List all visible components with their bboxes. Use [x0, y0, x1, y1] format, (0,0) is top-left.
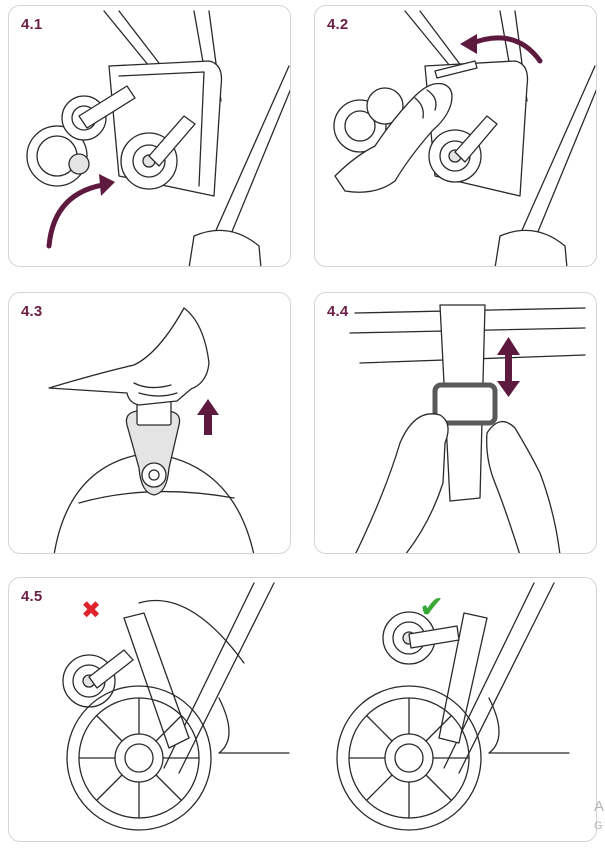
corner-text-line2: G [594, 820, 603, 832]
correct-wheel-position [336, 582, 570, 831]
corner-text-line1: A [594, 798, 605, 815]
stroller-front-wheels-illustration [26, 10, 290, 266]
panel-step-4-5: 4.5 ✖ ✔ [8, 577, 597, 842]
step-label: 4.2 [327, 16, 349, 33]
strap-buckle-pull-illustration [48, 307, 255, 553]
panel-step-4-3: 4.3 [8, 292, 291, 554]
wrong-indicator-icon: ✖ [81, 596, 102, 624]
panel-step-4-2: 4.2 [314, 5, 597, 267]
strap-adjust-illustration [349, 304, 586, 553]
wrong-wheel-position [62, 582, 290, 831]
step-label: 4.1 [21, 16, 43, 33]
wheel-position-comparison-illustration [62, 582, 570, 831]
panel-step-4-4: 4.4 [314, 292, 597, 554]
step-label: 4.3 [21, 303, 43, 320]
panel-step-4-1: 4.1 [8, 5, 291, 267]
step-label: 4.5 [21, 588, 43, 605]
step-label: 4.4 [327, 303, 349, 320]
stroller-hand-release-illustration [333, 10, 596, 266]
